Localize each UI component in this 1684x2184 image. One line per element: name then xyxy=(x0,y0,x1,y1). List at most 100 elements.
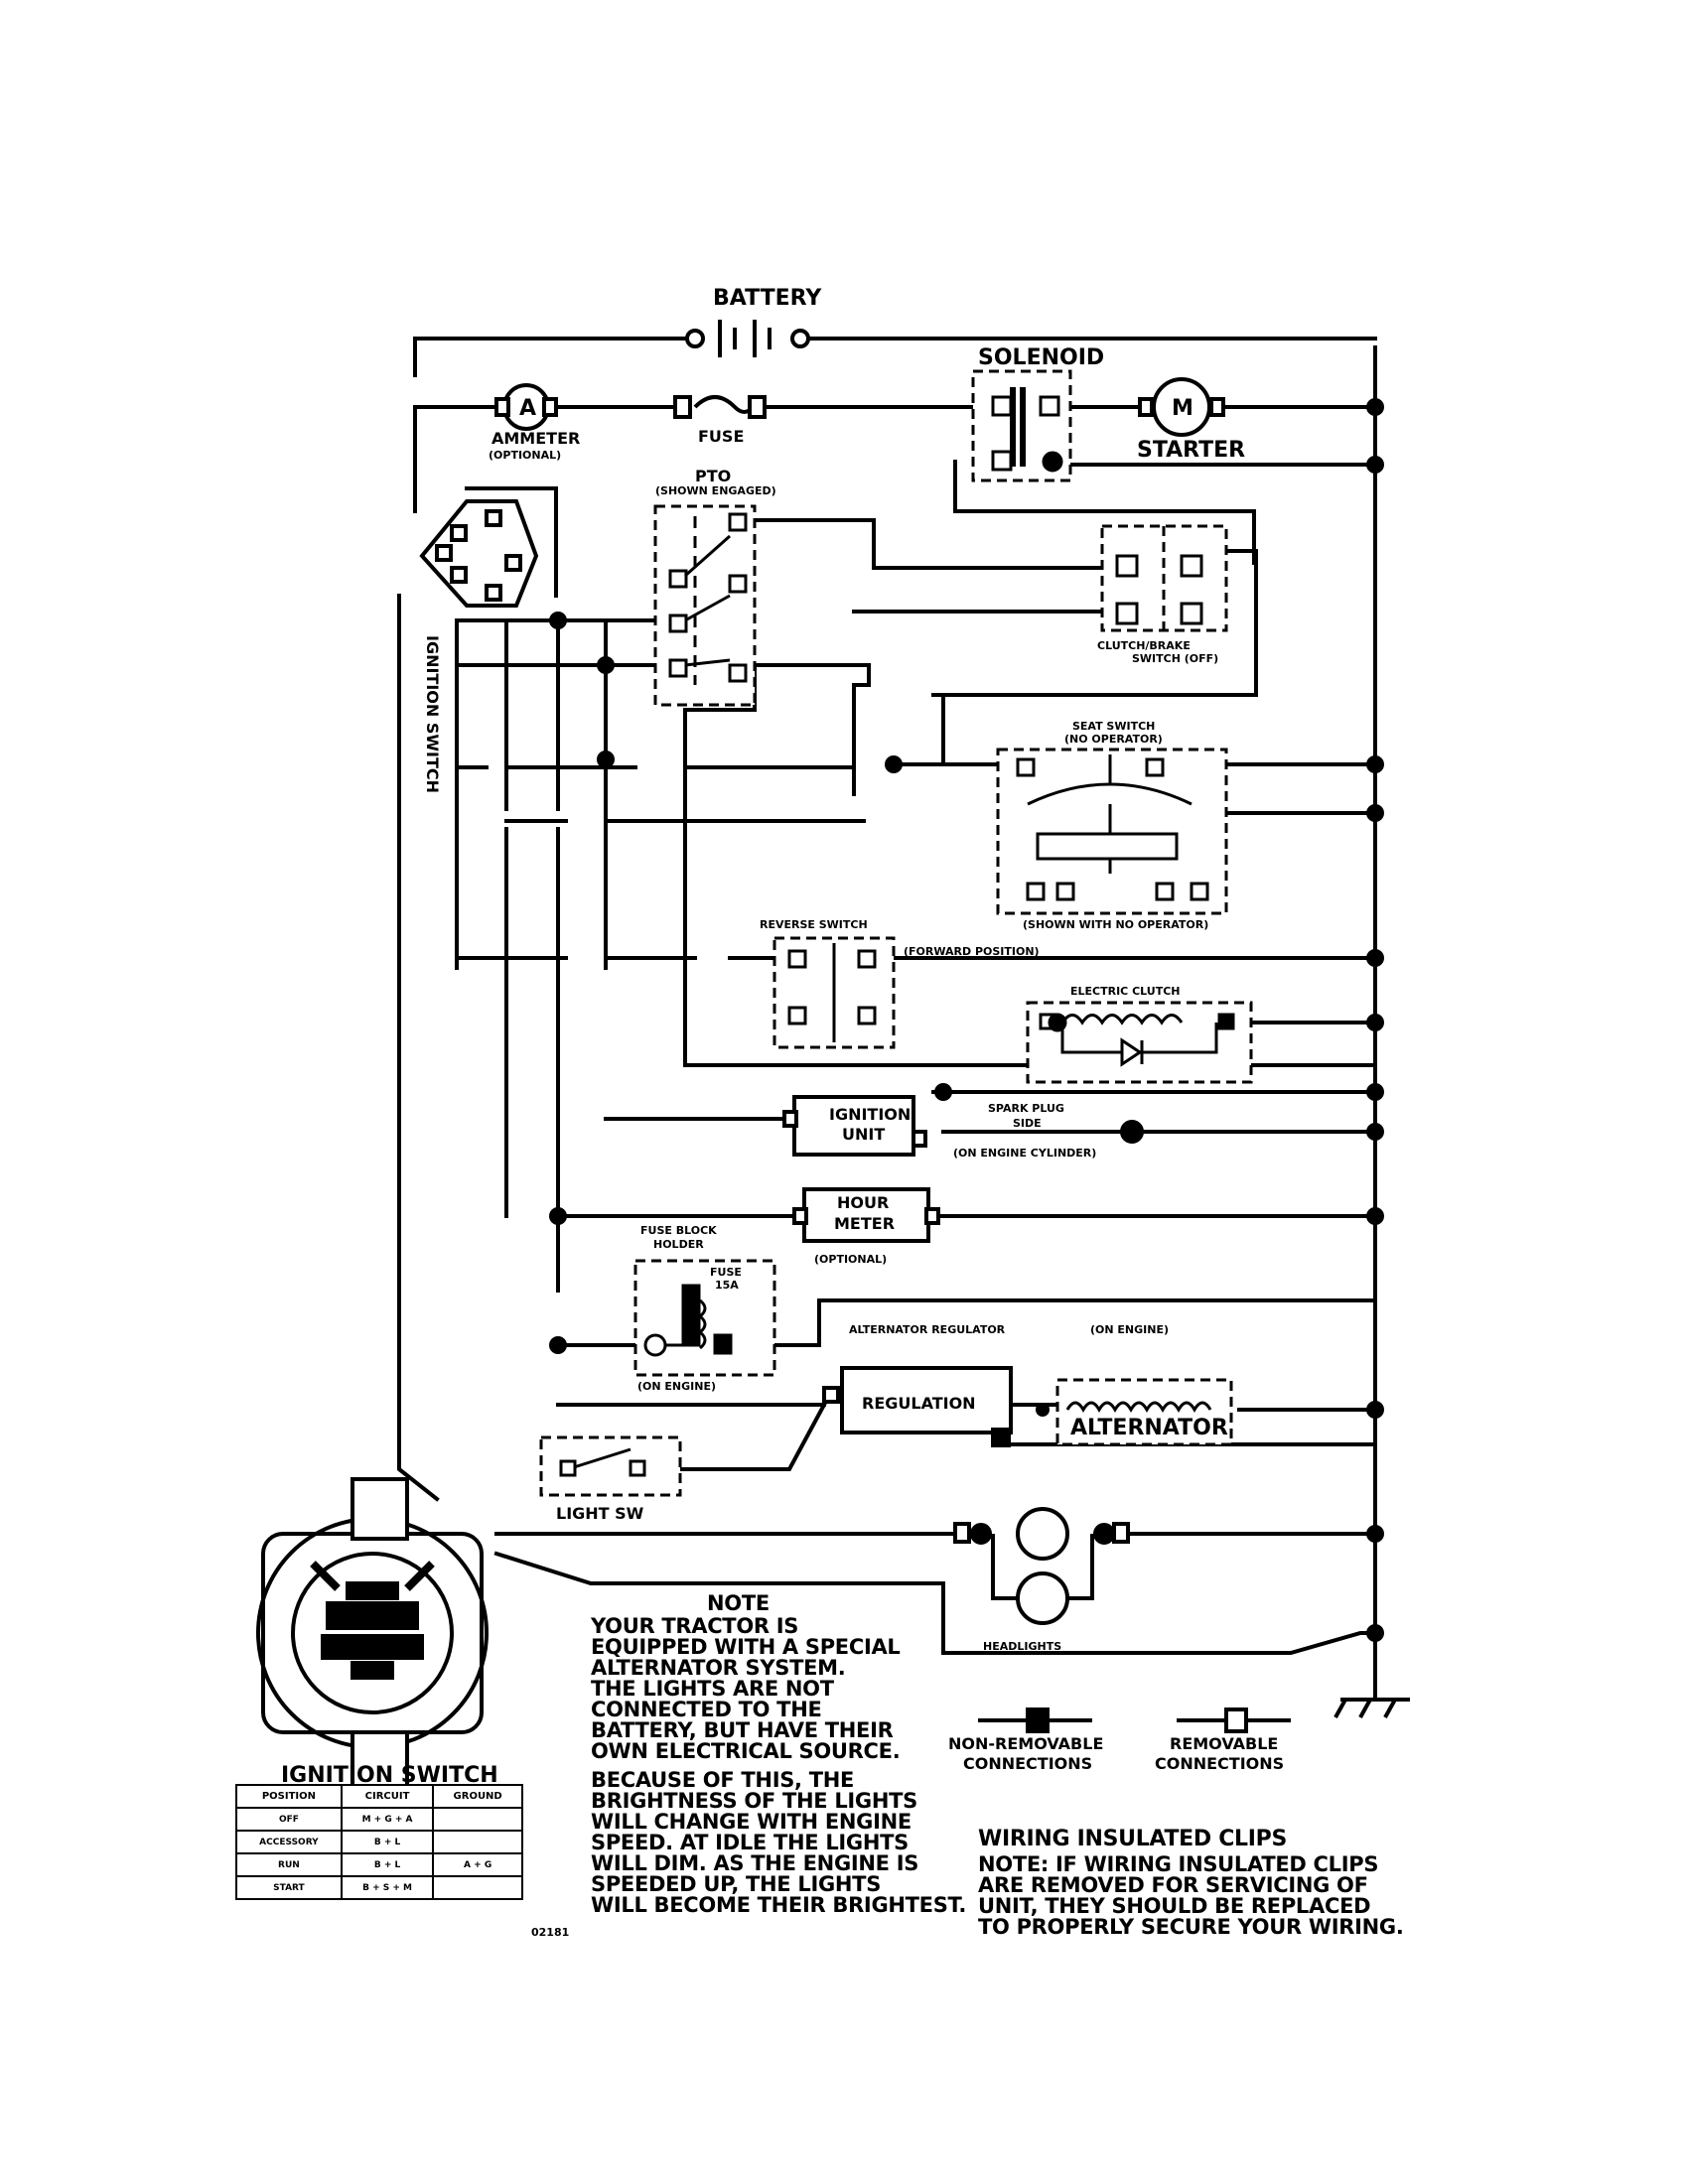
alternator-label: ALTERNATOR xyxy=(1070,1416,1228,1440)
non-removable-connection-icon xyxy=(978,1707,1092,1733)
table-cell: ACCESSORY xyxy=(235,1830,343,1854)
ammeter-symbol: A xyxy=(519,396,536,421)
table-cell: B + L xyxy=(340,1830,435,1854)
table-cell: OFF xyxy=(235,1807,343,1832)
seat-switch-label: SEAT SWITCH xyxy=(1072,720,1155,733)
clutch-brake-sub: SWITCH (OFF) xyxy=(1132,652,1218,665)
fuse-label: FUSE xyxy=(698,427,744,446)
table-cell: START xyxy=(235,1875,343,1900)
headlights-label: HEADLIGHTS xyxy=(983,1640,1061,1653)
table-cell xyxy=(432,1830,523,1854)
pto-switch-icon xyxy=(653,504,757,707)
ignition-vertical-label: IGNITION SWITCH xyxy=(423,635,442,793)
ammeter-label: AMMETER xyxy=(491,429,580,448)
junction-dots xyxy=(549,398,1384,1642)
battery-icon xyxy=(685,320,810,357)
light-switch-icon xyxy=(539,1435,682,1497)
table-cell: B + L xyxy=(340,1852,435,1877)
wiring-note-line: ARE REMOVED FOR SERVICING OF xyxy=(978,1873,1368,1897)
fuse-block-line4: 15A xyxy=(715,1279,739,1292)
seat-switch-bottom: (SHOWN WITH NO OPERATOR) xyxy=(1023,918,1208,931)
part-code: 02181 xyxy=(531,1926,569,1939)
wiring-note-line: TO PROPERLY SECURE YOUR WIRING. xyxy=(978,1915,1404,1939)
table-cell xyxy=(432,1807,523,1832)
note-line: ALTERNATOR SYSTEM. xyxy=(591,1656,846,1680)
hour-meter-icon xyxy=(792,1187,940,1243)
table-header-cell: CIRCUIT xyxy=(340,1784,435,1809)
electric-clutch-label: ELECTRIC CLUTCH xyxy=(1070,985,1180,998)
ignition-connector-icon xyxy=(419,499,539,608)
legend-non-removable-2: CONNECTIONS xyxy=(963,1754,1092,1773)
legend-removable-2: CONNECTIONS xyxy=(1155,1754,1284,1773)
regulator-label: REGULATION xyxy=(862,1394,976,1413)
ammeter-icon xyxy=(494,383,558,431)
pto-label: PTO xyxy=(695,467,731,485)
fuse-block-bottom: (ON ENGINE) xyxy=(637,1380,716,1393)
battery-label: BATTERY xyxy=(713,286,822,311)
reverse-switch-sub: (FORWARD POSITION) xyxy=(904,945,1040,958)
alternator-top: (ON ENGINE) xyxy=(1090,1323,1169,1336)
legend-non-removable-1: NON-REMOVABLE xyxy=(948,1734,1103,1753)
seat-switch-sub: (NO OPERATOR) xyxy=(1064,733,1163,746)
regulator-top-label: ALTERNATOR REGULATOR xyxy=(849,1323,1006,1336)
note-line: WILL BECOME THEIR BRIGHTEST. xyxy=(591,1893,967,1917)
note-line: OWN ELECTRICAL SOURCE. xyxy=(591,1739,901,1763)
starter-label: STARTER xyxy=(1137,438,1245,463)
spark-plug-line2: SIDE xyxy=(1013,1117,1042,1130)
table-cell: B + S + M xyxy=(340,1875,435,1900)
ammeter-sub: (OPTIONAL) xyxy=(489,449,561,462)
wiring-note-line: NOTE: IF WIRING INSULATED CLIPS xyxy=(978,1852,1379,1876)
note-line: WILL CHANGE WITH ENGINE xyxy=(591,1810,912,1834)
note-line: BECAUSE OF THIS, THE xyxy=(591,1768,855,1792)
headlights-icon xyxy=(953,1507,1130,1625)
spark-plug-line1: SPARK PLUG xyxy=(988,1102,1064,1115)
table-cell xyxy=(432,1875,523,1900)
seat-switch-icon xyxy=(996,748,1228,915)
legend-removable-1: REMOVABLE xyxy=(1170,1734,1278,1753)
clutch-brake-switch-icon xyxy=(1100,524,1228,632)
alternator-icon xyxy=(1055,1378,1233,1446)
fuse-icon xyxy=(673,395,767,419)
hour-meter-line1: HOUR xyxy=(837,1193,889,1212)
starter-symbol: M xyxy=(1172,396,1193,421)
ignition-unit-icon xyxy=(782,1095,1144,1157)
regulator-icon xyxy=(822,1366,1013,1447)
note-heading: NOTE xyxy=(707,1591,770,1615)
ignition-switch-label: IGNITION SWITCH xyxy=(281,1763,498,1788)
fuse-block-line1: FUSE BLOCK xyxy=(640,1224,717,1237)
solenoid-icon xyxy=(971,369,1072,482)
table-header-cell: POSITION xyxy=(235,1784,343,1809)
hour-meter-line2: METER xyxy=(834,1214,895,1233)
note-line: SPEEDED UP, THE LIGHTS xyxy=(591,1872,882,1896)
clutch-brake-label: CLUTCH/BRAKE xyxy=(1097,639,1191,652)
fuse-block-icon xyxy=(633,1259,776,1377)
note-line: CONNECTED TO THE xyxy=(591,1698,822,1721)
solenoid-label: SOLENOID xyxy=(978,345,1104,370)
note-line: THE LIGHTS ARE NOT xyxy=(591,1677,834,1701)
table-cell: M + G + A xyxy=(340,1807,435,1832)
ignition-unit-line2: UNIT xyxy=(842,1125,885,1144)
ignition-switch-icon xyxy=(256,1477,489,1789)
table-header-cell: GROUND xyxy=(432,1784,523,1809)
note-line: BATTERY, BUT HAVE THEIR xyxy=(591,1718,894,1742)
light-switch-label: LIGHT SW xyxy=(556,1504,644,1523)
starter-icon xyxy=(1138,377,1225,437)
note-line: SPEED. AT IDLE THE LIGHTS xyxy=(591,1831,909,1854)
spark-plug-line3: (ON ENGINE CYLINDER) xyxy=(953,1147,1096,1160)
note-line: BRIGHTNESS OF THE LIGHTS xyxy=(591,1789,917,1813)
note-line: EQUIPPED WITH A SPECIAL xyxy=(591,1635,901,1659)
fuse-block-line2: HOLDER xyxy=(653,1238,704,1251)
note-line: WILL DIM. AS THE ENGINE IS xyxy=(591,1851,919,1875)
pto-sub: (SHOWN ENGAGED) xyxy=(655,484,776,497)
wiring-note-line: UNIT, THEY SHOULD BE REPLACED xyxy=(978,1894,1371,1918)
table-cell: RUN xyxy=(235,1852,343,1877)
hour-meter-sub: (OPTIONAL) xyxy=(814,1253,887,1266)
